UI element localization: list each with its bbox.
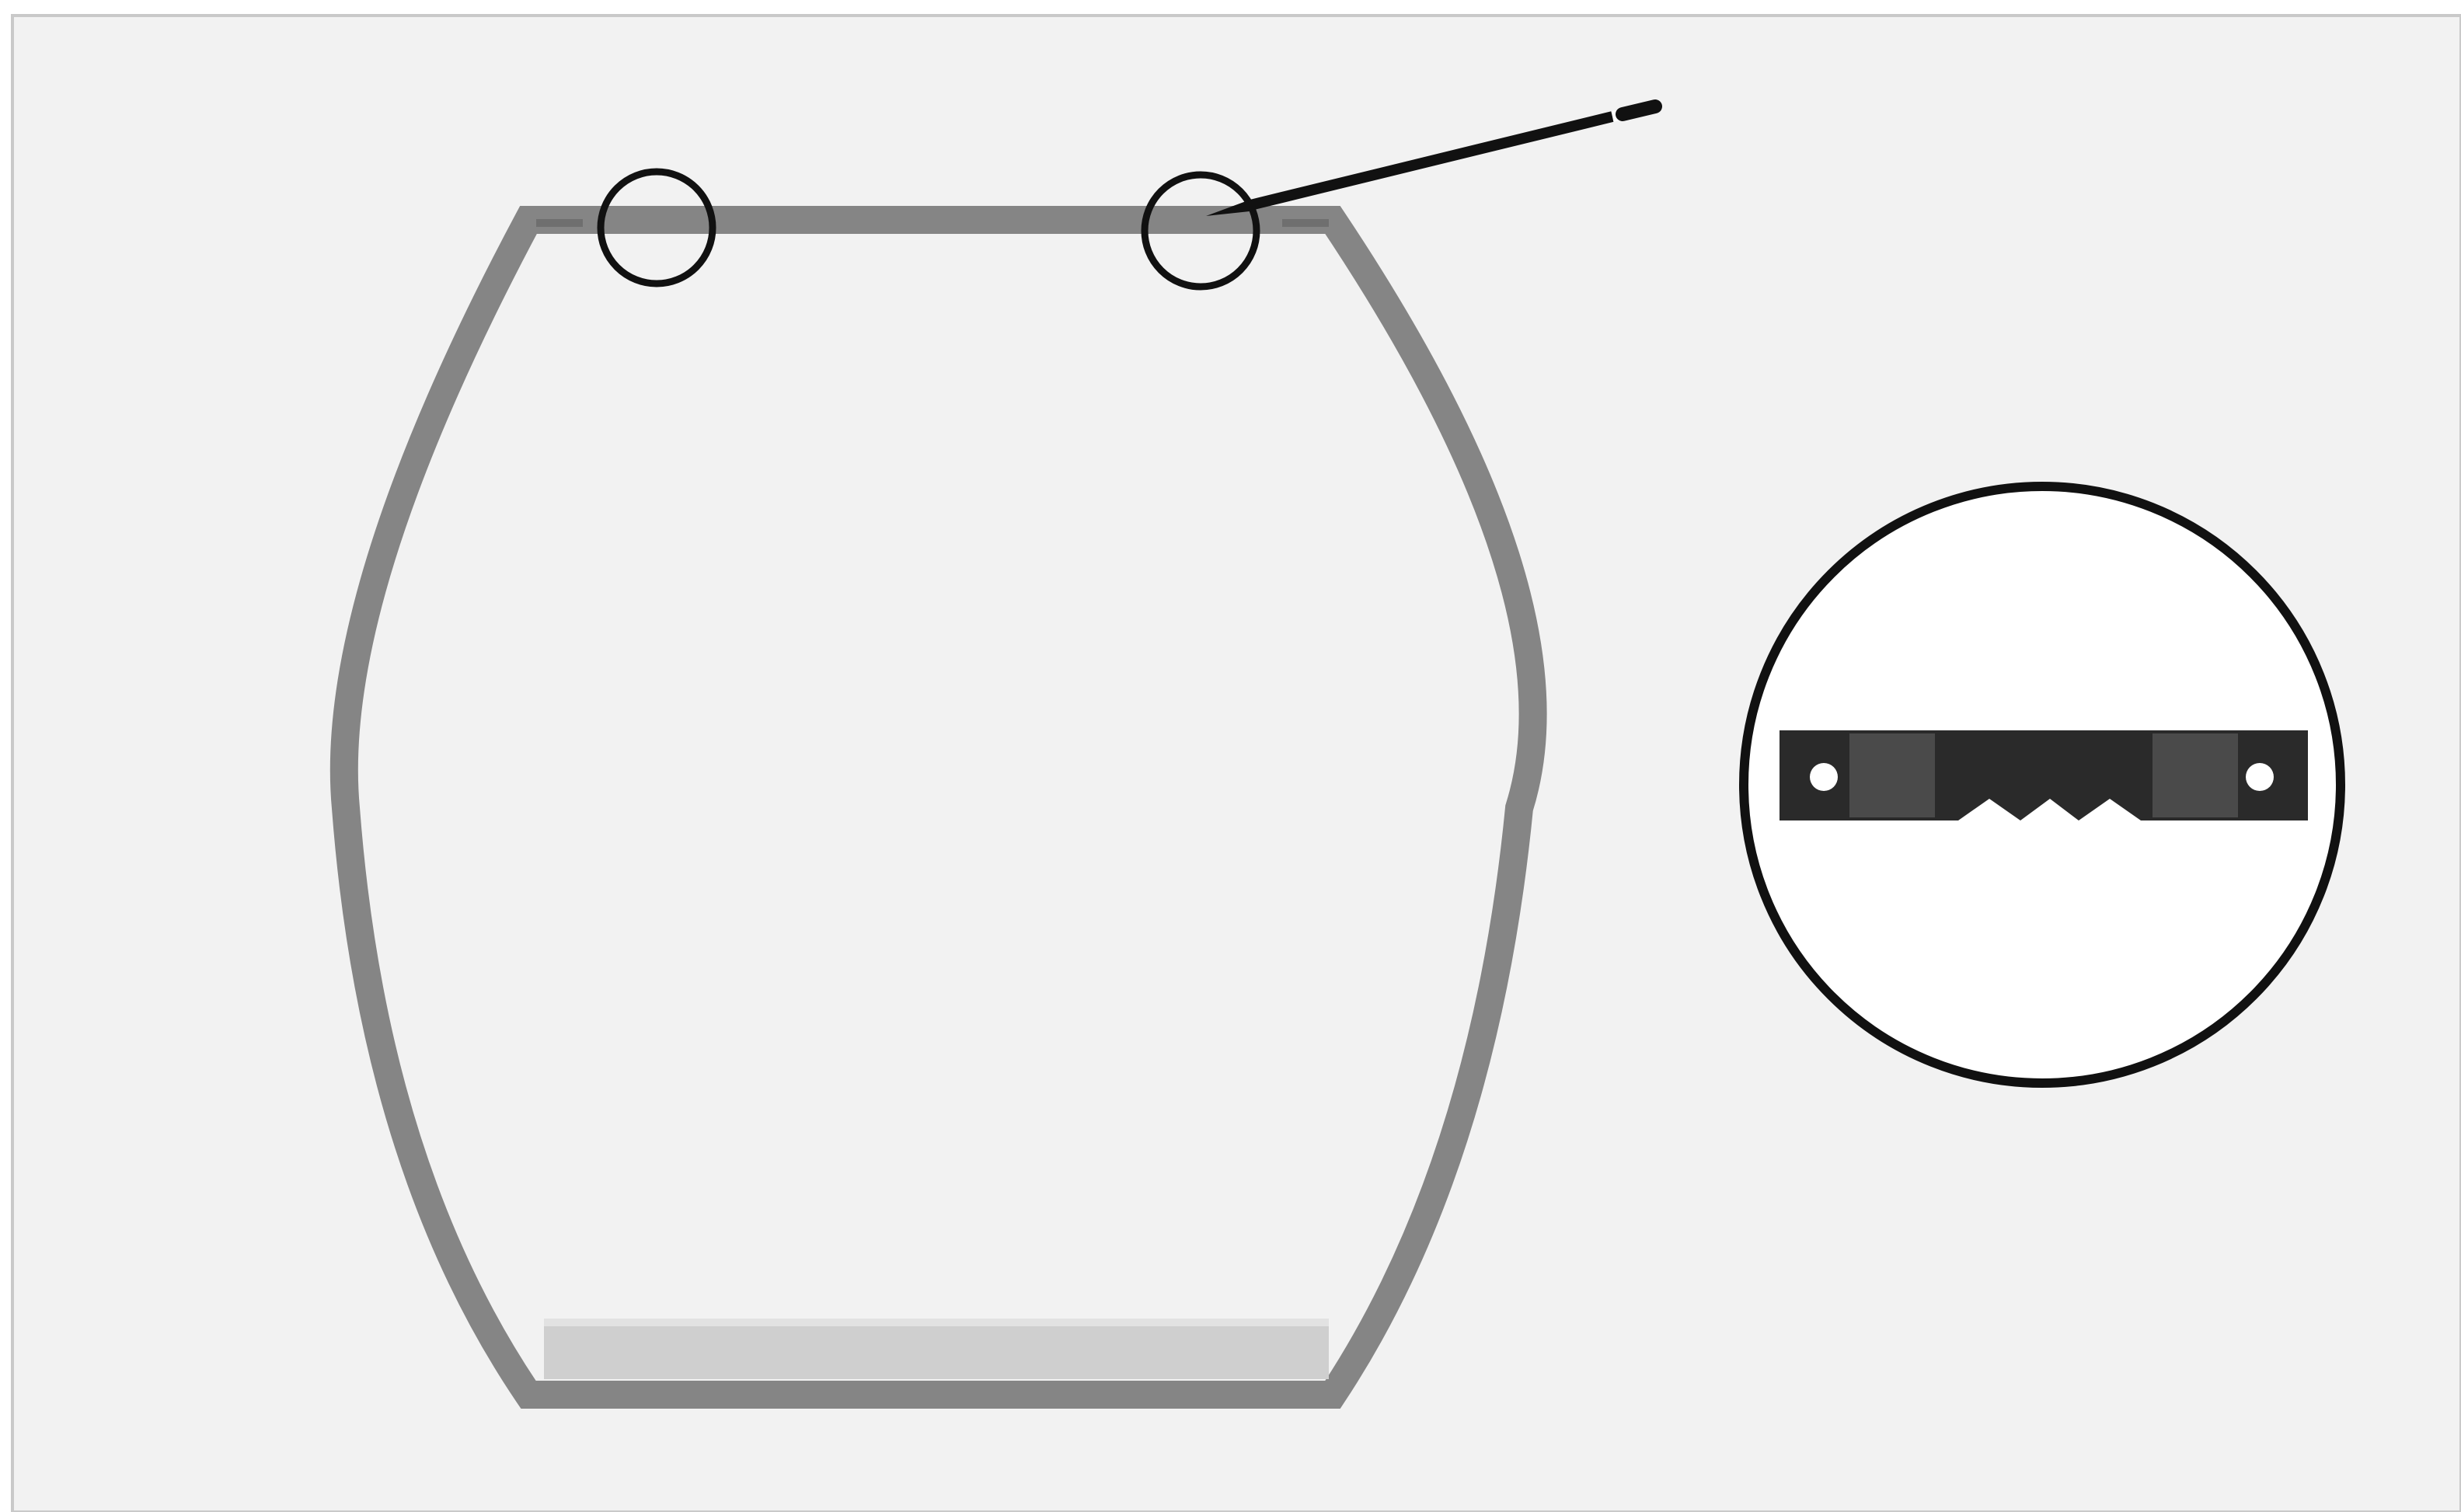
- top-ledge-right-notch: [1282, 219, 1329, 227]
- bottom-shelf-board-edge: [544, 1319, 1329, 1326]
- screw-hole-left: [1810, 763, 1838, 791]
- hanger-position-right-marker: [1141, 171, 1260, 291]
- pencil-body: [1246, 111, 1614, 211]
- bottom-shelf-board: [544, 1319, 1329, 1379]
- frame-outline: [329, 206, 1547, 1409]
- pencil-tip: [1206, 200, 1250, 216]
- hanger-fold-left: [1849, 733, 1935, 817]
- screw-hole-right: [2246, 763, 2274, 791]
- sawtooth-hanger-icon: [1780, 730, 2308, 820]
- hanger-position-left-marker: [597, 168, 716, 287]
- hanger-detail-callout: [1739, 482, 2345, 1088]
- top-ledge-left-notch: [536, 219, 583, 227]
- pencil-icon: [1206, 99, 1662, 216]
- pencil-eraser: [1616, 99, 1662, 121]
- shelf-frame: [329, 206, 1547, 1409]
- hanger-fold-right: [2153, 733, 2238, 817]
